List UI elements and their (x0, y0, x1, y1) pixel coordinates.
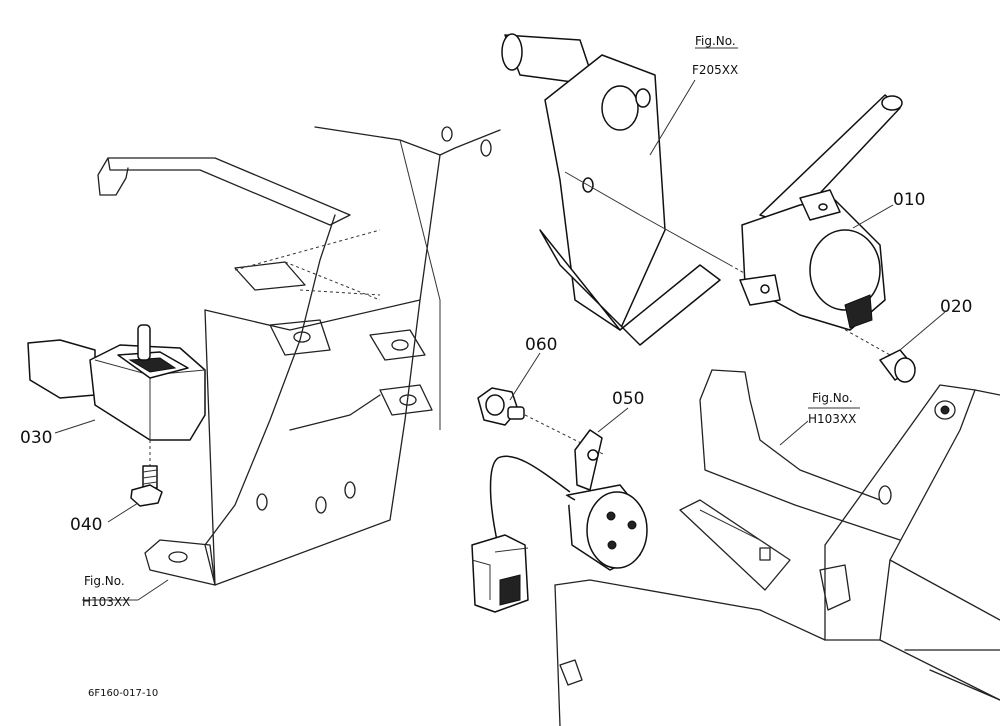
callout-060: 060 (525, 335, 557, 355)
callout-030: 030 (20, 428, 52, 448)
part-010-sensor (739, 94, 903, 331)
callout-labels: 010 020 030 040 050 060 (20, 190, 972, 535)
drawing-code: 6F160-017-10 (88, 688, 158, 699)
part-020-bolt (879, 349, 916, 383)
figure-ref-right: Fig.No. H103XX (808, 391, 856, 426)
figure-ref-top: Fig.No. F205XX (692, 34, 738, 77)
figure-ref-label: Fig.No. (84, 574, 125, 588)
left-frame-bracket (97, 126, 501, 586)
figure-ref-code: H103XX (82, 595, 130, 609)
right-lower-frame (554, 369, 1000, 726)
callout-050: 050 (612, 389, 644, 409)
figure-ref-label: Fig.No. (812, 391, 853, 405)
part-030-sensor (27, 324, 206, 470)
figure-ref-left: Fig.No. H103XX (82, 574, 130, 609)
part-040-screw (130, 465, 163, 507)
callout-020: 020 (940, 297, 972, 317)
leader-lines (54, 47, 946, 601)
figure-ref-code: H103XX (808, 412, 856, 426)
callout-040: 040 (70, 515, 102, 535)
figure-ref-code: F205XX (692, 63, 738, 77)
part-050-sensor-harness (471, 429, 648, 613)
shaft-bracket-assembly (501, 33, 891, 356)
figure-ref-label: Fig.No. (695, 34, 736, 48)
callout-010: 010 (893, 190, 925, 210)
